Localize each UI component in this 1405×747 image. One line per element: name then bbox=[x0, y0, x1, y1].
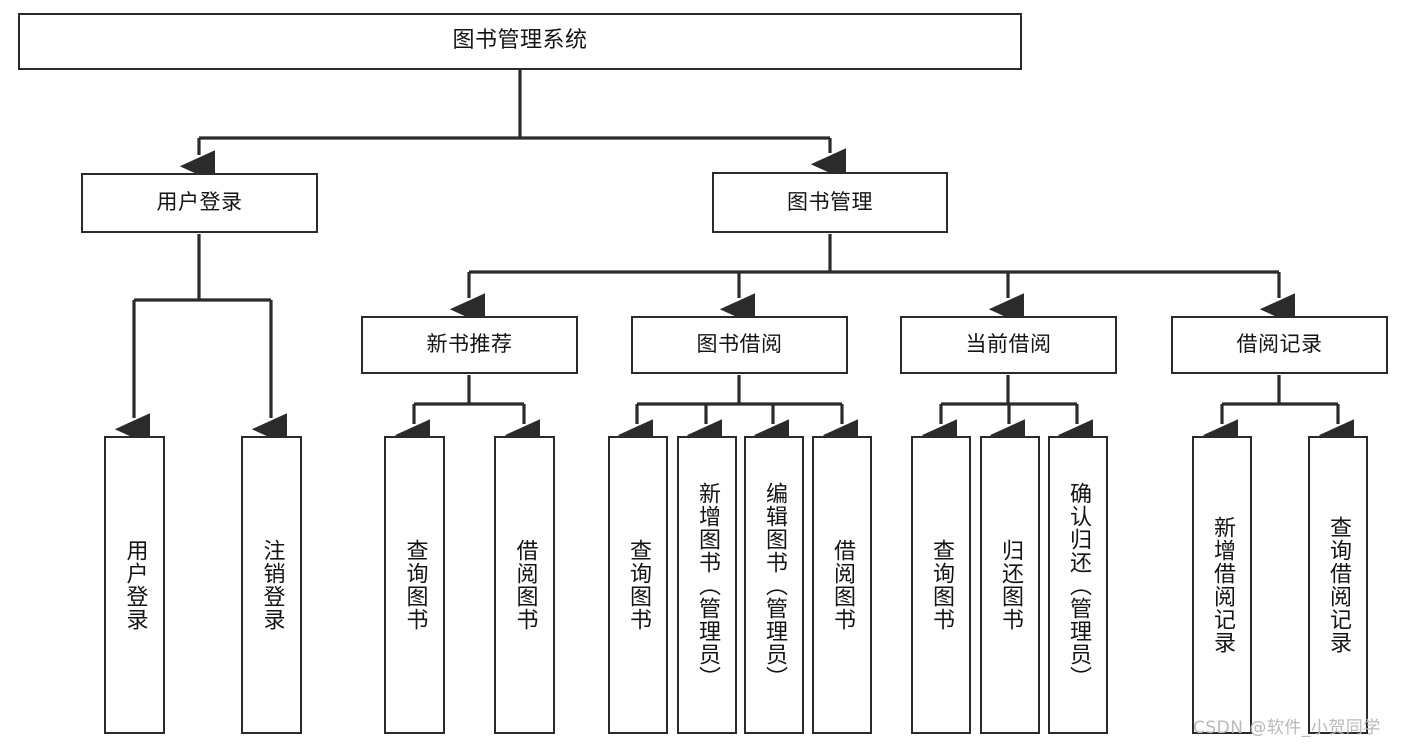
node-leaf-label: 注销登录 bbox=[259, 539, 285, 631]
node-user-login-label: 用户登录 bbox=[156, 190, 243, 215]
node-leaf-label: 归还图书 bbox=[997, 539, 1023, 631]
node-leaf-label: 查询图书 bbox=[928, 539, 954, 631]
node-leaf-borrow-borrow-book[interactable]: 借阅图书 bbox=[812, 436, 872, 734]
node-book-manage[interactable]: 图书管理 bbox=[712, 172, 948, 233]
node-root-label: 图书管理系统 bbox=[452, 28, 588, 54]
node-leaf-label: 查询图书 bbox=[402, 539, 428, 631]
node-leaf-current-return-book[interactable]: 归还图书 bbox=[980, 436, 1040, 734]
node-leaf-current-confirm-return[interactable]: 确认归还（管理员） bbox=[1048, 436, 1108, 734]
node-user-login[interactable]: 用户登录 bbox=[81, 173, 318, 233]
node-leaf-label: 借阅图书 bbox=[829, 539, 855, 631]
node-borrow-record-label: 借阅记录 bbox=[1236, 332, 1323, 357]
node-current-borrow-label: 当前借阅 bbox=[965, 332, 1052, 357]
node-leaf-borrow-query-book[interactable]: 查询图书 bbox=[608, 436, 668, 734]
node-book-manage-label: 图书管理 bbox=[787, 189, 873, 214]
node-leaf-user-login-login[interactable]: 用户登录 bbox=[104, 436, 165, 734]
node-leaf-user-login-logout[interactable]: 注销登录 bbox=[241, 436, 302, 734]
node-root[interactable]: 图书管理系统 bbox=[18, 13, 1022, 70]
node-leaf-borrow-add-book[interactable]: 新增图书（管理员） bbox=[677, 436, 737, 734]
node-leaf-record-query-record[interactable]: 查询借阅记录 bbox=[1308, 436, 1368, 734]
node-leaf-newbook-query-book[interactable]: 查询图书 bbox=[384, 436, 445, 734]
node-leaf-label: 借阅图书 bbox=[512, 539, 538, 631]
node-leaf-label: 查询图书 bbox=[625, 539, 651, 631]
node-leaf-borrow-edit-book[interactable]: 编辑图书（管理员） bbox=[744, 436, 804, 734]
node-leaf-label: 用户登录 bbox=[122, 539, 148, 631]
node-leaf-newbook-borrow-book[interactable]: 借阅图书 bbox=[494, 436, 555, 734]
node-leaf-current-query-book[interactable]: 查询图书 bbox=[911, 436, 971, 734]
node-leaf-label: 查询借阅记录 bbox=[1325, 516, 1351, 654]
node-current-borrow[interactable]: 当前借阅 bbox=[900, 316, 1117, 374]
node-leaf-label: 新增借阅记录 bbox=[1209, 516, 1235, 654]
node-book-borrow[interactable]: 图书借阅 bbox=[631, 316, 848, 374]
node-leaf-record-add-record[interactable]: 新增借阅记录 bbox=[1192, 436, 1252, 734]
node-new-book-recommend-label: 新书推荐 bbox=[426, 332, 513, 357]
node-leaf-label: 编辑图书（管理员） bbox=[761, 481, 787, 689]
csdn-watermark: CSDN @软件_小贺同学 bbox=[1193, 718, 1381, 738]
node-leaf-label: 新增图书（管理员） bbox=[694, 481, 720, 689]
node-leaf-label: 确认归还（管理员） bbox=[1065, 481, 1091, 689]
node-book-borrow-label: 图书借阅 bbox=[696, 332, 783, 357]
node-borrow-record[interactable]: 借阅记录 bbox=[1171, 316, 1388, 374]
node-new-book-recommend[interactable]: 新书推荐 bbox=[361, 316, 578, 374]
